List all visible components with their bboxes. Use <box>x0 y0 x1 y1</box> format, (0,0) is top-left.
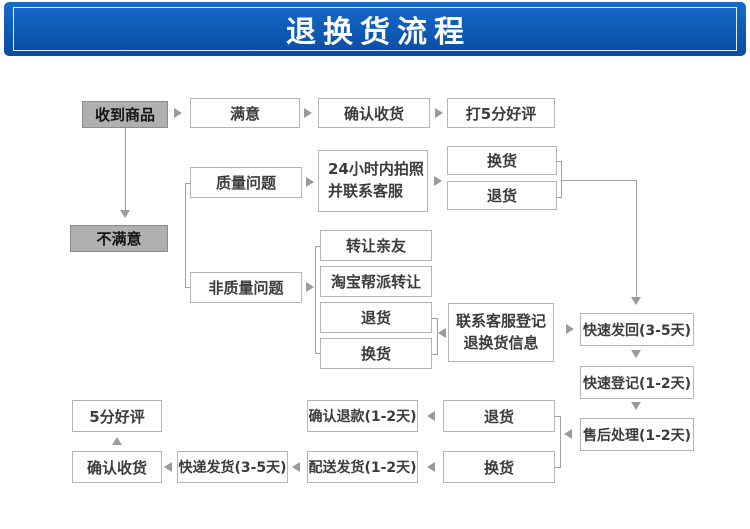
node-transfer-friends: 转让亲友 <box>320 230 432 261</box>
arrow-up-icon <box>112 437 122 445</box>
connector-line <box>315 353 321 354</box>
node-return-bottom: 退货 <box>443 400 555 432</box>
node-confirm-refund: 确认退款(1-2天) <box>307 400 418 432</box>
page-title: 退换货流程 <box>286 15 471 50</box>
connector-line <box>185 183 186 288</box>
node-exchange-non-quality: 换货 <box>320 338 432 369</box>
connector-line <box>555 467 561 468</box>
node-contact-cs-line2: 退换货信息 <box>463 333 539 352</box>
connector-line <box>437 318 438 355</box>
connector-line <box>555 416 561 417</box>
connector-line <box>315 246 321 247</box>
node-satisfied: 满意 <box>190 98 300 128</box>
arrow-right-icon <box>435 108 443 118</box>
arrow-down-icon <box>631 350 641 358</box>
arrow-left-icon <box>427 462 435 472</box>
node-five-star-review-top: 打5分好评 <box>447 98 555 128</box>
connector-line <box>561 161 562 198</box>
node-exchange-bottom: 换货 <box>443 451 555 483</box>
node-contact-customer-service: 联系客服登记 退换货信息 <box>448 303 554 362</box>
node-quality-issue: 质量问题 <box>190 167 302 198</box>
connector-line <box>561 180 637 181</box>
connector-line <box>185 287 191 288</box>
arrow-left-icon <box>292 462 300 472</box>
connector-line <box>185 183 191 184</box>
node-aftersales-processing: 售后处理(1-2天) <box>580 418 694 451</box>
arrow-right-icon <box>174 108 182 118</box>
arrow-right-icon <box>304 108 312 118</box>
node-exchange-quality: 换货 <box>447 146 557 175</box>
arrow-down-icon <box>120 210 130 218</box>
arrow-left-icon <box>564 429 572 439</box>
connector-line <box>315 246 316 354</box>
node-fast-register: 快速登记(1-2天) <box>580 366 694 399</box>
node-confirm-receipt-bottom: 确认收货 <box>72 451 162 483</box>
title-banner-frame: 退换货流程 <box>13 7 737 51</box>
node-five-star-review-bottom: 5分好评 <box>72 400 162 432</box>
node-photo-24h-line2: 并联系客服 <box>328 182 404 200</box>
connector-line <box>125 128 126 212</box>
node-return-quality: 退货 <box>447 181 557 210</box>
node-unsatisfied: 不满意 <box>70 225 168 252</box>
arrow-right-icon <box>434 176 442 186</box>
node-contact-cs-line1: 联系客服登记 <box>455 311 546 330</box>
arrow-right-icon <box>566 324 574 334</box>
title-banner: 退换货流程 <box>4 2 746 56</box>
arrow-down-icon <box>631 297 641 305</box>
node-delivery-shipping: 配送发货(1-2天) <box>307 451 418 483</box>
node-confirm-receipt-top: 确认收货 <box>318 98 430 128</box>
node-express-shipping: 快递发货(3-5天) <box>177 451 288 483</box>
node-photo-24h: 24小时内拍照 并联系客服 <box>318 150 428 212</box>
node-non-quality-issue: 非质量问题 <box>190 272 302 303</box>
connector-line <box>556 197 562 198</box>
arrow-left-icon <box>164 462 172 472</box>
node-fast-return: 快速发回(3-5天) <box>580 313 694 346</box>
connector-line <box>432 318 438 319</box>
node-taobao-transfer: 淘宝帮派转让 <box>320 266 432 297</box>
node-return-non-quality: 退货 <box>320 302 432 333</box>
arrow-down-icon <box>631 402 641 410</box>
arrow-right-icon <box>306 282 314 292</box>
node-photo-24h-line1: 24小时内拍照 <box>328 160 424 179</box>
connector-line <box>556 161 562 162</box>
arrow-left-icon <box>427 411 435 421</box>
connector-line <box>560 416 561 468</box>
node-received-goods: 收到商品 <box>82 101 168 128</box>
connector-line <box>432 354 438 355</box>
arrow-left-icon <box>438 328 446 338</box>
connector-line <box>636 180 637 298</box>
arrow-right-icon <box>306 177 314 187</box>
